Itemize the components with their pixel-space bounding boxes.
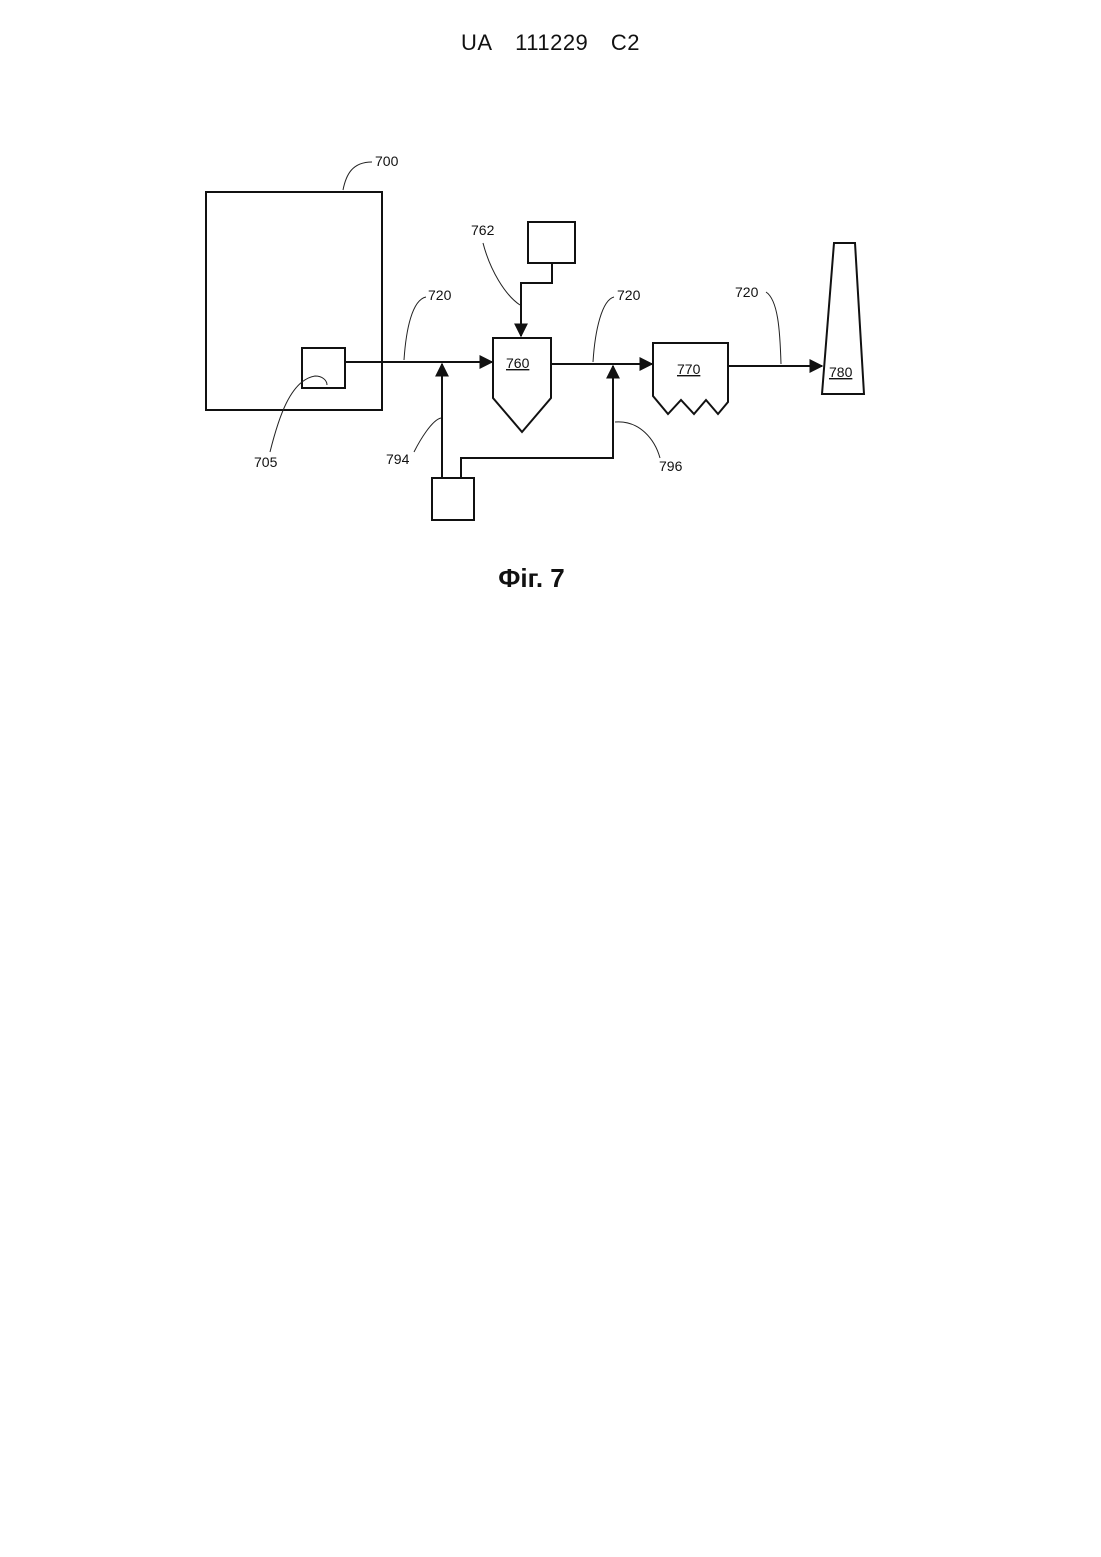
figure-caption: Фіг. 7 — [0, 563, 1063, 594]
leader-794 — [414, 418, 441, 452]
unit-760 — [493, 338, 551, 432]
label-760: 760 — [506, 355, 530, 371]
source-box-bottom — [432, 478, 474, 520]
label-762: 762 — [471, 222, 495, 238]
injector-762-box — [528, 222, 575, 263]
label-780: 780 — [829, 364, 853, 380]
injector-762-line — [521, 263, 552, 336]
leader-762 — [483, 243, 520, 305]
label-794: 794 — [386, 451, 410, 467]
label-720-c: 720 — [735, 284, 759, 300]
label-720-a: 720 — [428, 287, 452, 303]
feed-796-line — [461, 366, 613, 478]
label-720-b: 720 — [617, 287, 641, 303]
label-796: 796 — [659, 458, 683, 474]
label-770: 770 — [677, 361, 701, 377]
boiler-700 — [206, 192, 382, 410]
leader-796 — [615, 422, 660, 458]
leader-720-a — [404, 297, 426, 360]
leader-720-b — [593, 297, 614, 362]
leader-700 — [343, 162, 372, 190]
label-700: 700 — [375, 153, 399, 169]
box-705 — [302, 348, 345, 388]
leader-720-c — [766, 292, 781, 364]
label-705: 705 — [254, 454, 278, 470]
unit-770 — [653, 343, 728, 414]
figure-7-diagram: 700 705 720 794 762 760 720 796 770 720 … — [0, 0, 1101, 620]
